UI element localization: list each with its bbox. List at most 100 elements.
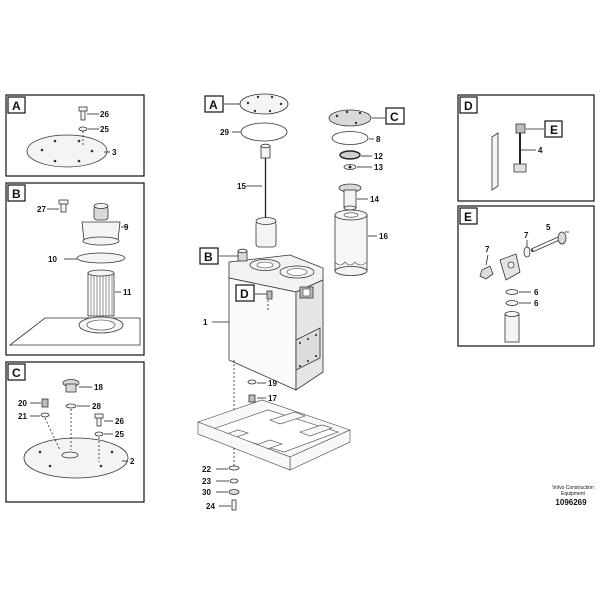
callout-15: 15 [237,182,246,191]
callout-28: 28 [92,402,101,411]
main-tag-c-box [385,107,405,125]
bracket-top [515,123,526,134]
detail-d-panel: D E 4 [457,94,595,202]
stamp-number: 1096269 [555,498,587,507]
bolt [80,109,86,121]
callout-30: 30 [202,488,211,497]
detail-d-tag-box [459,96,478,114]
detail-d-tag-e: E [550,123,558,137]
callout-2: 2 [130,457,135,466]
callout-1: 1 [203,318,208,327]
main-assembly: A 29 15 C 8 12 13 [197,93,405,511]
callout-5: 5 [546,223,551,232]
detail-b-panel: B 27 9 10 11 [5,182,145,356]
stamp-company: Volvo Construction [552,485,594,491]
callout-6-lower: 6 [534,299,539,308]
callout-12: 12 [374,152,383,161]
callout-13: 13 [374,163,383,172]
lock-washer [229,478,239,484]
detail-c-frame [5,361,145,503]
main-tag-d-box [235,284,255,302]
inspection-plate [295,327,321,371]
callout-16: 16 [379,232,388,241]
return-filter-element [334,214,368,272]
support-rod [504,313,520,343]
main-tag-a: A [209,98,218,112]
callout-17: 17 [268,394,277,403]
mount-nut [228,489,240,495]
callout-8: 8 [376,135,381,144]
seal-ring [40,412,50,418]
callout-19: 19 [268,379,277,388]
detail-b-tag-box [7,184,26,202]
callout-22: 22 [202,465,211,474]
plug [41,398,49,408]
callout-4: 4 [538,146,543,155]
o-ring [65,403,77,409]
lock-nut [479,265,494,280]
bushing-upper [505,289,519,295]
detail-e-title: E [464,210,472,224]
drain-plug [248,394,256,403]
callout-20: 20 [18,399,27,408]
detail-b-title: B [12,187,21,201]
callout-10: 10 [48,255,57,264]
callout-25: 25 [100,125,109,134]
callout-23: 23 [202,477,211,486]
callout-21: 21 [18,412,27,421]
callout-7-right: 7 [524,231,529,240]
flange-plate [23,437,129,479]
detail-d-tag-e-box [544,120,563,138]
callout-26: 26 [115,417,124,426]
detail-d-title: D [464,99,473,113]
bracket-mount [266,290,273,300]
callout-7-left: 7 [485,245,490,254]
flat-washer [523,246,531,258]
detail-a-panel: A 26 25 3 [5,94,145,177]
detail-c-title: C [12,366,21,380]
main-tag-b: B [204,250,213,264]
washer [94,431,104,437]
callout-14: 14 [370,195,379,204]
callout-18: 18 [94,383,103,392]
main-tag-b-box [199,247,219,265]
callout-6-upper: 6 [534,288,539,297]
callout-25: 25 [115,430,124,439]
detail-d-frame [457,94,595,202]
cover-gasket [240,122,288,142]
mount-washer [228,465,240,471]
cover-plate [26,134,108,168]
detail-e-tag-box [459,207,478,225]
main-tag-d: D [240,287,249,301]
detail-c-panel: C 18 28 20 21 26 25 2 [5,361,145,503]
gasket [76,252,126,264]
detail-c-tag-box [7,363,26,381]
filter-gasket [331,131,369,145]
detail-e-panel: E 5 7 7 6 6 [457,205,595,347]
callout-24: 24 [206,502,215,511]
mount-bolt [231,499,237,511]
main-tag-a-box [204,95,224,113]
detail-a-tag-box [7,96,26,114]
filter-cover [328,109,372,127]
document-stamp: Volvo Construction Equipment 1096269 [552,485,594,507]
drain-seal [247,379,257,385]
detail-a-title: A [12,99,21,113]
callout-3: 3 [112,148,117,157]
strainer [87,272,115,317]
tank-wall-section [491,132,499,191]
bushing-lower [505,300,519,306]
detail-e-frame [457,205,595,347]
callout-26: 26 [100,110,109,119]
main-tag-c: C [390,110,399,124]
callout-11: 11 [123,288,132,297]
callout-9: 9 [124,223,129,232]
machine-frame [197,399,351,471]
spring-seat [339,150,361,160]
callout-29: 29 [220,128,229,137]
stamp-division: Equipment [561,491,586,497]
callout-27: 27 [37,205,46,214]
washer [78,126,88,132]
tank-cover-plate [239,93,289,115]
